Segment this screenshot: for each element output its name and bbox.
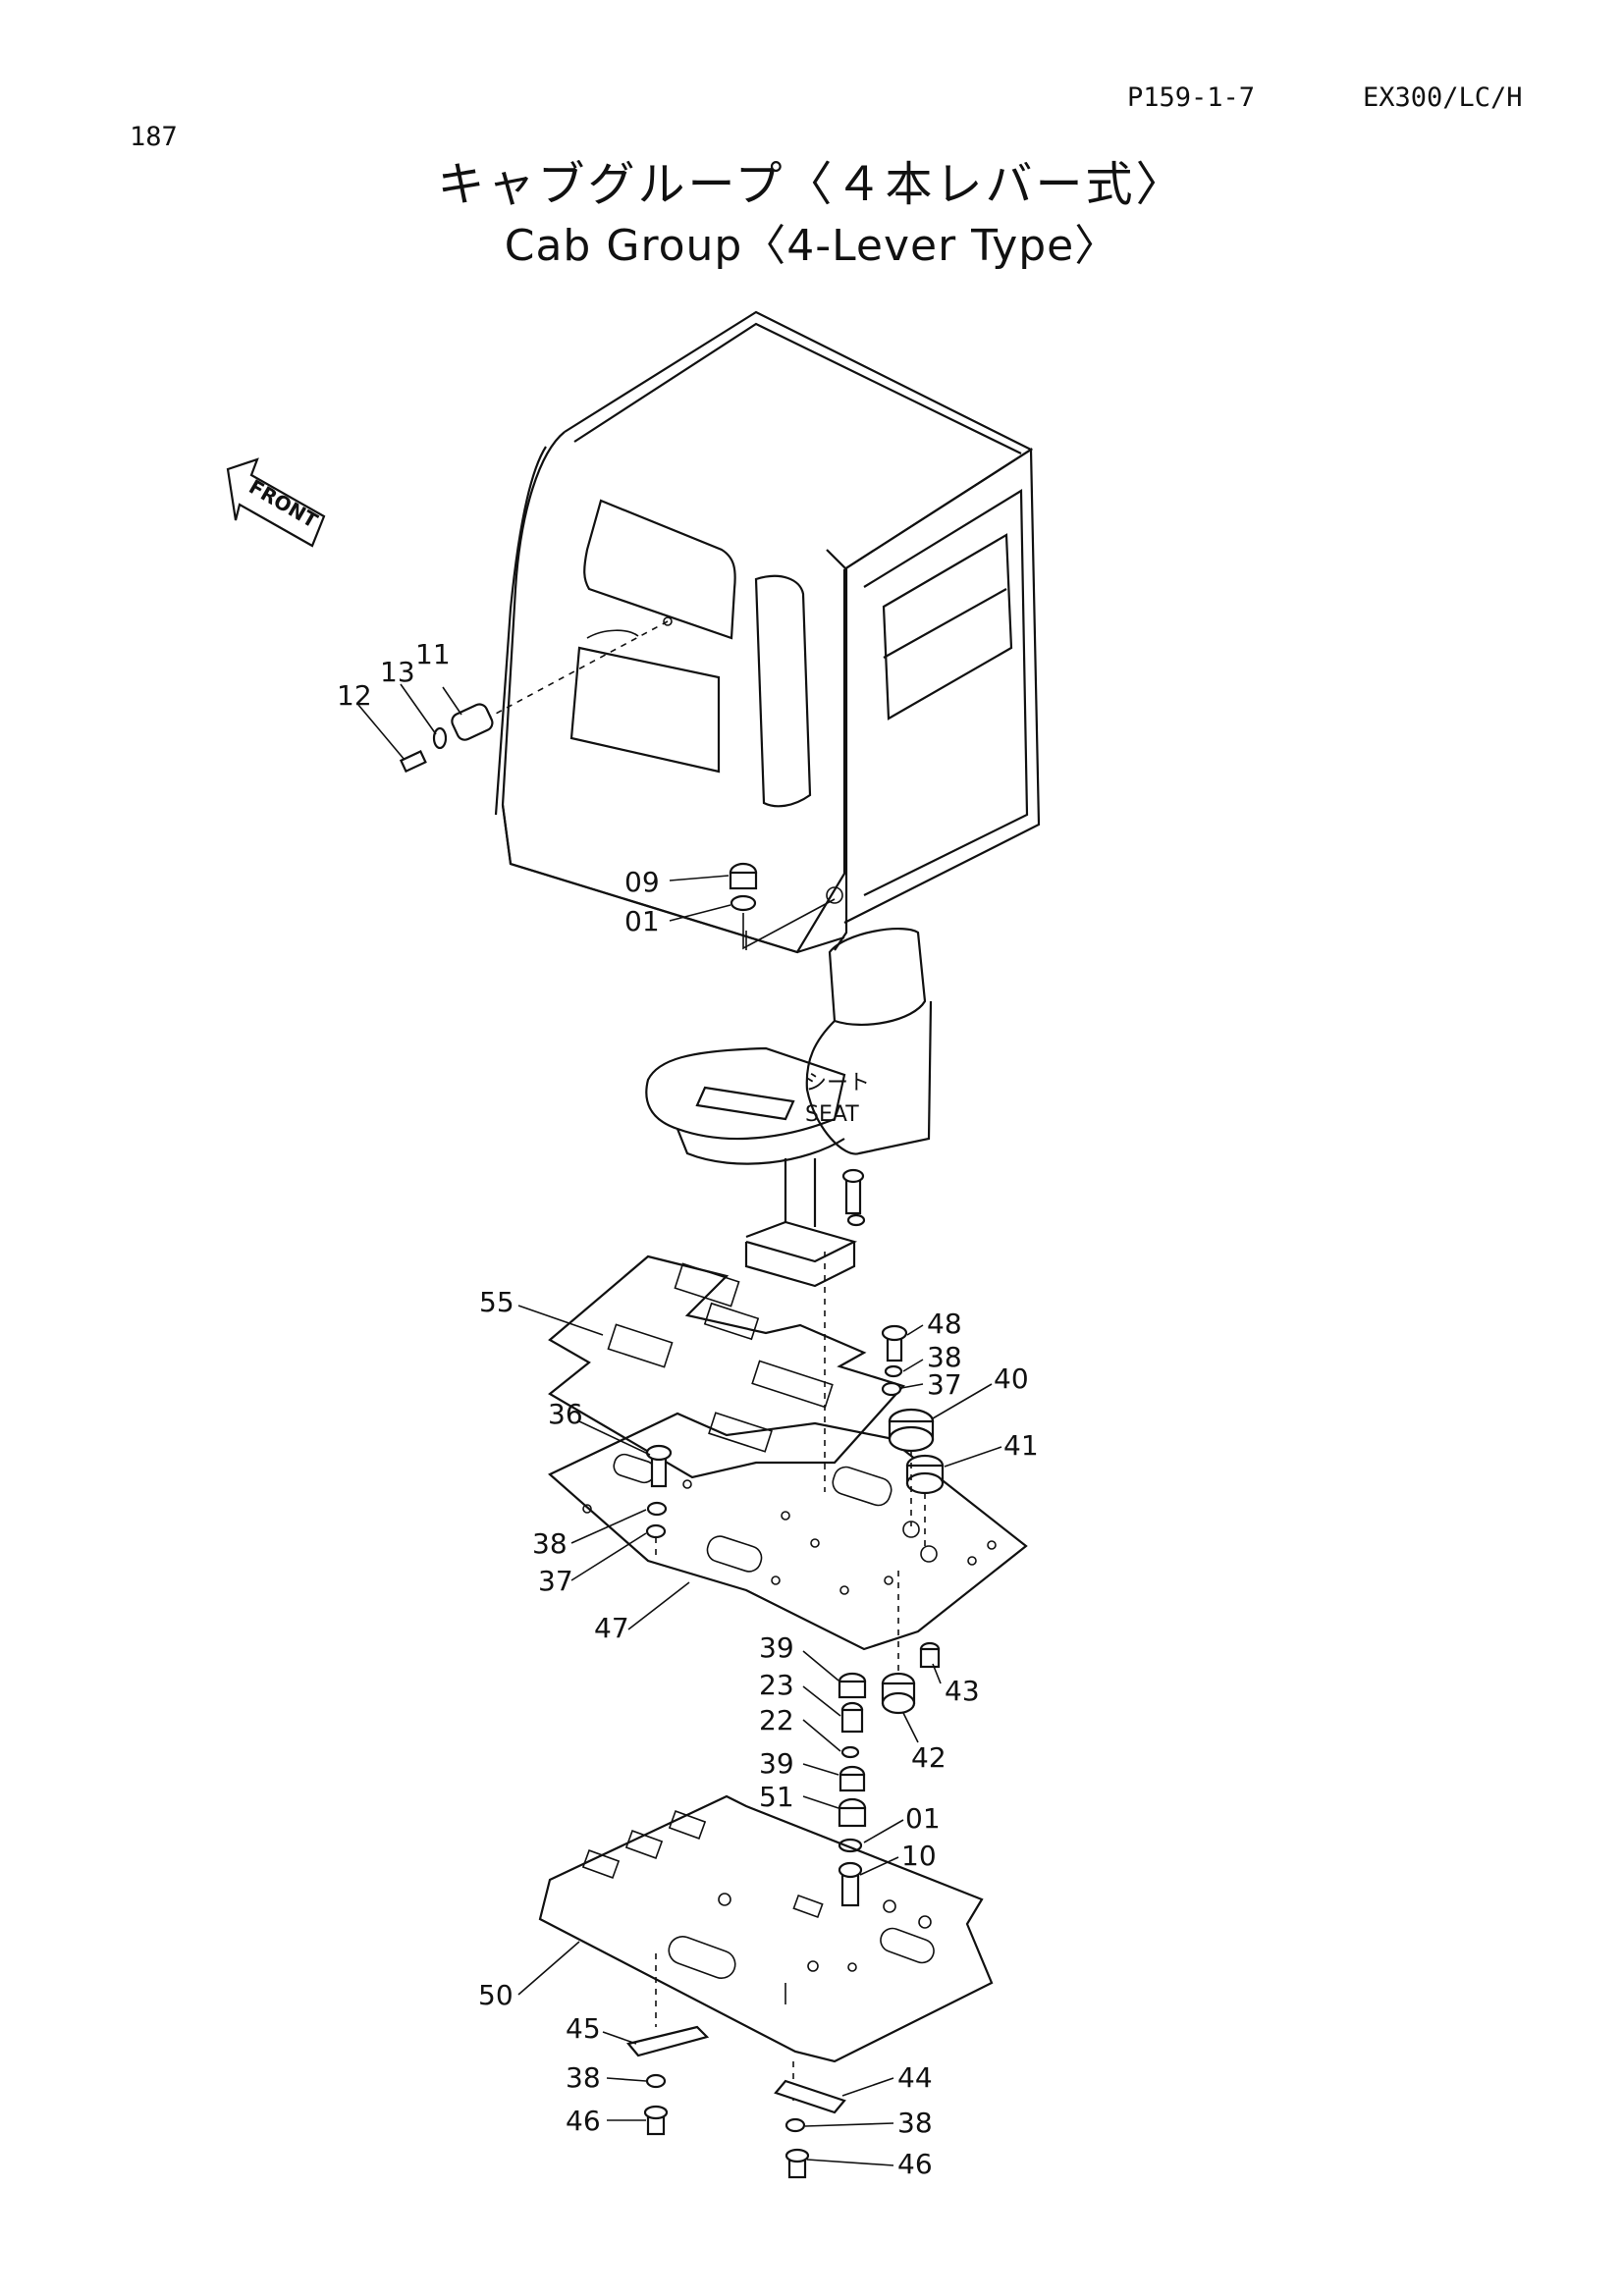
page-number: 187 xyxy=(130,122,178,152)
base-plate xyxy=(538,1794,994,2101)
callout-numbers: 11 12 13 09 01 55 48 38 37 40 36 41 38 3… xyxy=(337,638,1039,2180)
callout-23: 23 xyxy=(759,1669,794,1701)
front-pin-assembly xyxy=(399,620,669,774)
callout-38-left: 38 xyxy=(532,1527,568,1560)
cab-body xyxy=(494,310,1041,954)
callout-43: 43 xyxy=(945,1675,980,1707)
callout-01-upper: 01 xyxy=(624,905,660,937)
callout-11: 11 xyxy=(415,638,451,670)
front-arrow-label: FRONT xyxy=(245,475,323,533)
callout-37-right: 37 xyxy=(927,1368,962,1401)
callout-51: 51 xyxy=(759,1781,794,1813)
callout-46-right: 46 xyxy=(897,2148,933,2180)
callout-46-left: 46 xyxy=(566,2105,601,2137)
callout-44: 44 xyxy=(897,2061,933,2094)
callout-42: 42 xyxy=(911,1741,947,1774)
operator-seat: シート SEAT xyxy=(645,927,933,1492)
callout-37-left: 37 xyxy=(538,1565,573,1597)
callout-55: 55 xyxy=(479,1286,514,1318)
callout-13: 13 xyxy=(380,656,415,688)
callout-10: 10 xyxy=(901,1840,937,1872)
callout-12: 12 xyxy=(337,679,372,712)
callout-38-right: 38 xyxy=(927,1341,962,1373)
callout-48: 48 xyxy=(927,1308,962,1340)
title-japanese: キャブグループ〈４本レバー式〉 xyxy=(437,157,1186,212)
callout-38-lower-right: 38 xyxy=(897,2107,933,2139)
seat-english-label: SEAT xyxy=(805,1102,859,1127)
lower-mount-stack xyxy=(838,1641,941,1907)
title-english: Cab Group〈4-Lever Type〉 xyxy=(504,221,1119,271)
callout-45: 45 xyxy=(566,2012,601,2045)
cab-mount-bushing xyxy=(729,862,836,950)
callout-40: 40 xyxy=(994,1362,1029,1395)
floor-mat xyxy=(548,1255,905,1479)
callout-01-lower: 01 xyxy=(905,1802,941,1835)
callout-39-upper: 39 xyxy=(759,1631,794,1664)
callout-50: 50 xyxy=(478,1979,514,2011)
right-bolt-set xyxy=(881,1324,908,1397)
callout-22: 22 xyxy=(759,1704,794,1736)
part-code: P159-1-7 xyxy=(1127,82,1256,113)
callout-41: 41 xyxy=(1003,1429,1039,1462)
callout-36: 36 xyxy=(548,1398,583,1430)
lower-brackets xyxy=(626,2025,846,2179)
callout-47: 47 xyxy=(594,1612,629,1644)
callout-09: 09 xyxy=(624,866,660,898)
seat-japanese-label: シート xyxy=(805,1071,870,1095)
leader-lines xyxy=(357,683,1002,2166)
model-code: EX300/LC/H xyxy=(1363,82,1523,113)
callout-39-lower: 39 xyxy=(759,1747,794,1780)
cushion-mounts xyxy=(888,1408,945,1683)
callout-38-lower-left: 38 xyxy=(566,2061,601,2094)
front-arrow-icon: FRONT xyxy=(226,457,326,548)
